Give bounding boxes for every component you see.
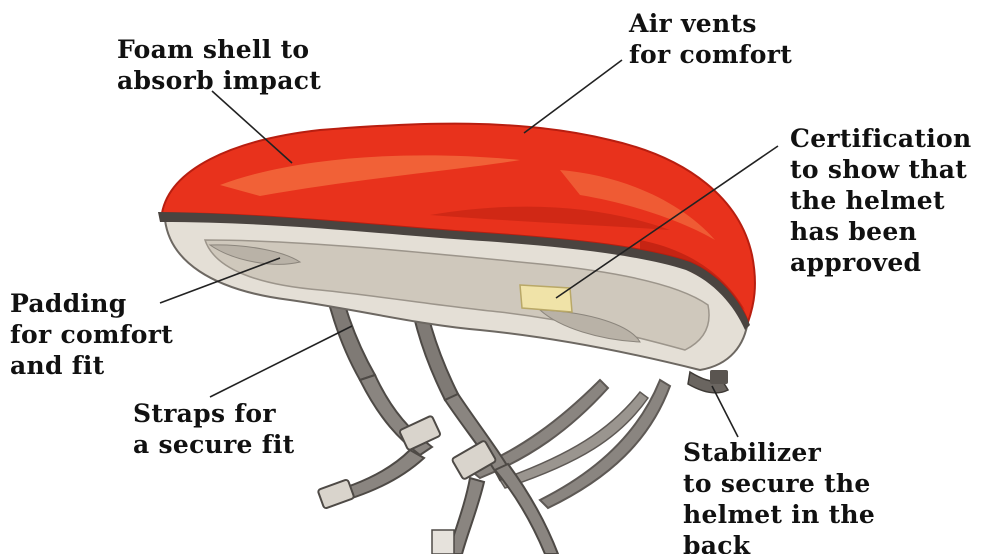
- label-padding: Padding for comfort and fit: [10, 288, 173, 381]
- label-certification: Certification to show that the helmet ha…: [790, 123, 972, 278]
- leader-line-stabilizer: [712, 386, 738, 437]
- label-stabilizer: Stabilizer to secure the helmet in the b…: [683, 437, 875, 554]
- label-air-vents: Air vents for comfort: [629, 8, 792, 70]
- leader-line-vents: [524, 60, 622, 133]
- leader-line-straps: [210, 326, 352, 397]
- label-straps: Straps for a secure fit: [133, 398, 294, 460]
- label-foam-shell: Foam shell to absorb impact: [117, 34, 321, 96]
- back-straps: [470, 380, 670, 508]
